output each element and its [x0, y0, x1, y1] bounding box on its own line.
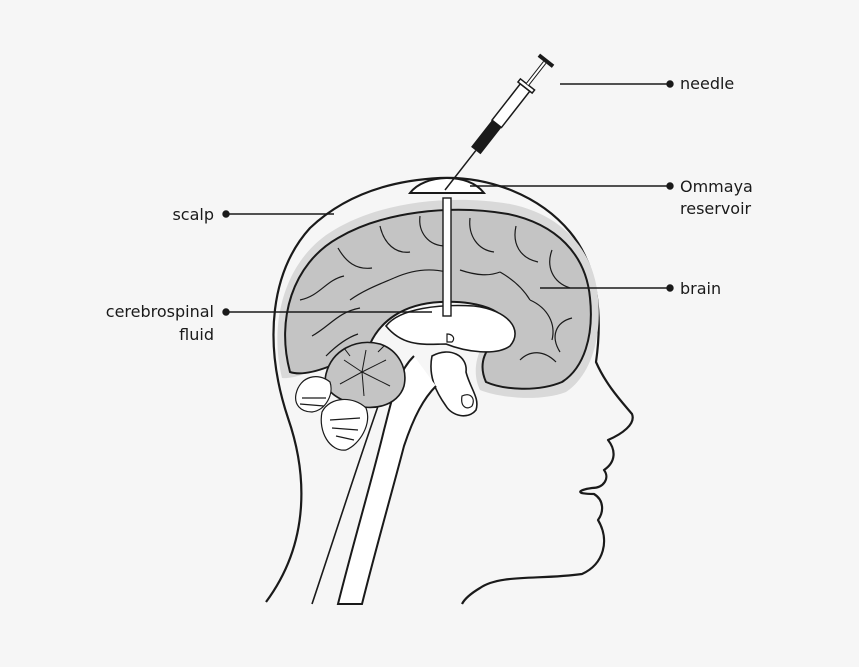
label-ommaya-line1: Ommaya: [680, 177, 753, 196]
leader-csf-dot: [222, 308, 230, 316]
label-scalp: scalp: [172, 205, 214, 224]
label-brain: brain: [680, 279, 721, 298]
leader-scalp-dot: [222, 210, 230, 218]
catheter: [442, 197, 452, 317]
brain-folds: [299, 215, 573, 363]
label-csf-line2: fluid: [179, 325, 214, 344]
leader-brain-dot: [666, 284, 674, 292]
syringe: [444, 53, 555, 191]
leader-lines: [222, 80, 674, 316]
label-needle: needle: [680, 74, 734, 93]
cerebellum: [324, 341, 406, 409]
cerebellum-folia: [295, 376, 369, 451]
ventricle-notch: [446, 333, 455, 343]
ventricle: [384, 304, 516, 353]
label-csf-line1: cerebrospinal: [106, 302, 214, 321]
brain-stem: [336, 355, 437, 605]
label-ommaya-line2: reservoir: [680, 199, 752, 218]
leader-needle-dot: [666, 80, 674, 88]
leader-ommaya-dot: [666, 182, 674, 190]
pituitary: [461, 394, 474, 409]
ommaya-reservoir: [408, 177, 487, 194]
head-outline: [265, 176, 634, 605]
